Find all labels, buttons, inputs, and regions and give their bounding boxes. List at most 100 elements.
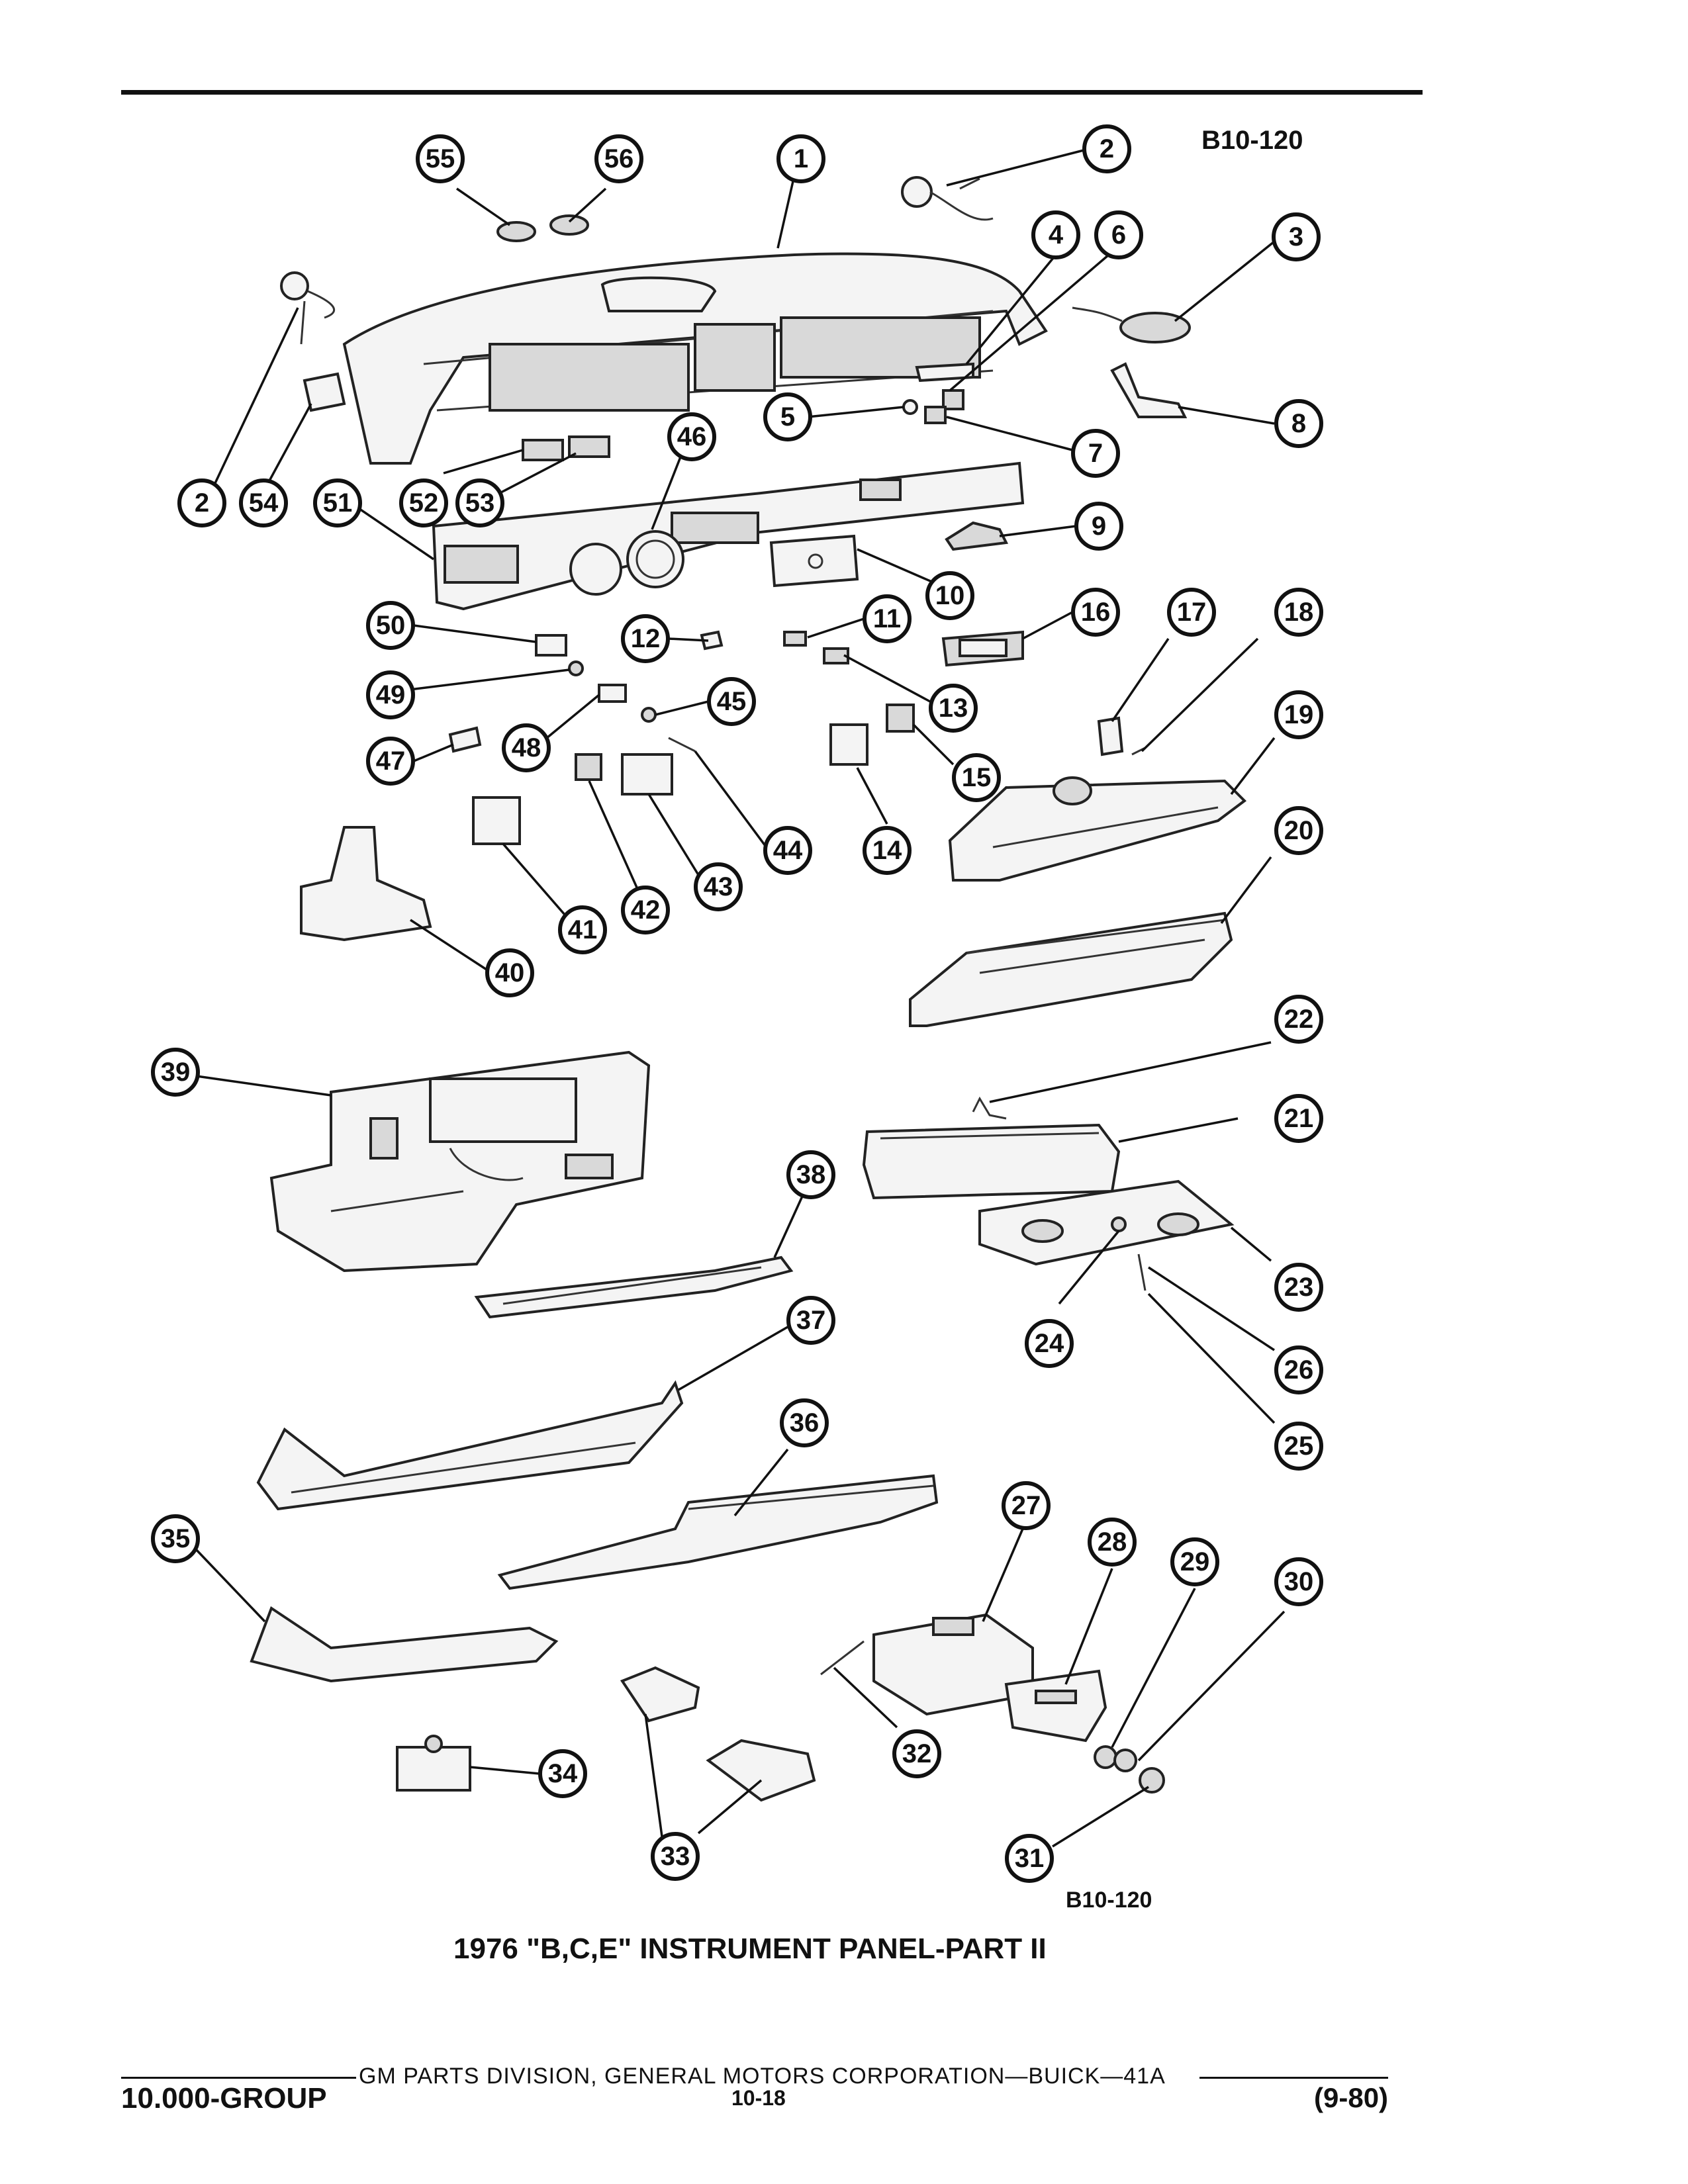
svg-text:26: 26 — [1284, 1355, 1314, 1385]
svg-text:23: 23 — [1284, 1273, 1314, 1302]
leader-15 — [912, 723, 955, 766]
callout-31: 31 — [1005, 1834, 1054, 1883]
svg-text:29: 29 — [1180, 1547, 1210, 1576]
svg-text:7: 7 — [1088, 439, 1103, 468]
part-39-cluster-carrier — [269, 1050, 651, 1273]
callout-2-top: 2 — [1082, 124, 1131, 173]
svg-text:38: 38 — [796, 1160, 826, 1189]
svg-text:34: 34 — [548, 1759, 578, 1788]
part-51-cluster-bezel — [432, 461, 1025, 611]
leader-44 — [694, 750, 773, 855]
part-40-bracket — [300, 826, 432, 942]
svg-text:45: 45 — [717, 687, 747, 716]
leader-45 — [655, 700, 709, 716]
part-16-display — [941, 630, 1024, 667]
svg-text:4: 4 — [1049, 220, 1064, 250]
leader-9 — [999, 525, 1076, 537]
leader-1 — [776, 175, 796, 249]
footer-corporation: GM PARTS DIVISION, GENERAL MOTORS CORPOR… — [359, 2064, 1166, 2089]
svg-text:19: 19 — [1284, 700, 1314, 729]
callout-10: 10 — [925, 571, 974, 620]
svg-text:5: 5 — [780, 402, 795, 432]
callout-30: 30 — [1274, 1557, 1323, 1606]
part-11-12-13-bulbs — [700, 630, 849, 664]
callout-4: 4 — [1031, 210, 1080, 259]
svg-text:41: 41 — [568, 915, 598, 944]
callout-48: 48 — [502, 723, 551, 772]
leader-8 — [1178, 406, 1275, 425]
callout-17: 17 — [1167, 588, 1216, 637]
svg-text:20: 20 — [1284, 816, 1314, 845]
leader-27 — [982, 1528, 1024, 1622]
leader-42 — [588, 780, 647, 907]
leader-17 — [1111, 638, 1170, 722]
leader-30 — [1137, 1610, 1286, 1762]
svg-text:33: 33 — [661, 1842, 690, 1871]
footer-rule-left — [121, 2077, 356, 2079]
callout-49: 49 — [366, 670, 415, 719]
leader-lines — [191, 148, 1286, 1848]
leader-28 — [1064, 1568, 1113, 1685]
leader-11 — [807, 617, 865, 639]
figure-code-bottom: B10-120 — [1066, 1888, 1152, 1913]
callout-32: 32 — [892, 1729, 941, 1778]
callout-13: 13 — [929, 684, 978, 733]
callout-42: 42 — [621, 886, 670, 934]
callout-54: 54 — [239, 478, 288, 527]
leader-19 — [1230, 737, 1276, 796]
svg-text:2: 2 — [195, 488, 209, 518]
svg-text:13: 13 — [939, 694, 968, 723]
footer-page: 10-18 — [731, 2086, 786, 2110]
callout-12: 12 — [621, 614, 670, 663]
figure-caption: 1976 "B,C,E" INSTRUMENT PANEL-PART II — [453, 1933, 1047, 1965]
leader-52 — [443, 449, 524, 475]
footer-group: 10.000-GROUP — [121, 2082, 327, 2115]
leader-22 — [989, 1041, 1272, 1103]
svg-text:16: 16 — [1081, 598, 1111, 627]
leader-10 — [857, 548, 934, 584]
part-21-glove-box — [862, 1123, 1121, 1200]
leader-40 — [410, 919, 487, 971]
callout-11: 11 — [863, 594, 912, 643]
part-32-support — [820, 1640, 865, 1676]
svg-text:30: 30 — [1284, 1567, 1314, 1596]
callout-3: 3 — [1272, 212, 1321, 261]
svg-text:24: 24 — [1035, 1329, 1064, 1358]
part-10-lens — [769, 534, 859, 588]
svg-text:42: 42 — [631, 895, 661, 925]
figure-code: B10-120 — [1201, 126, 1303, 155]
svg-text:9: 9 — [1092, 512, 1106, 541]
leader-12 — [668, 637, 709, 642]
part-38-reinforcement — [474, 1255, 794, 1319]
svg-text:53: 53 — [465, 488, 495, 518]
callout-39: 39 — [151, 1048, 200, 1097]
callout-38: 38 — [786, 1150, 835, 1199]
callout-2-left: 2 — [177, 478, 226, 527]
leader-3 — [1174, 240, 1276, 322]
svg-text:55: 55 — [426, 144, 455, 173]
part-3-speaker — [1072, 306, 1191, 343]
part-35-left-lower-trim — [250, 1606, 559, 1683]
part-19-air-outlet — [948, 776, 1247, 882]
svg-text:15: 15 — [962, 763, 992, 792]
callout-5: 5 — [763, 392, 812, 441]
callout-28: 28 — [1088, 1518, 1137, 1567]
svg-text:14: 14 — [872, 836, 902, 865]
svg-text:12: 12 — [631, 624, 661, 653]
callout-37: 37 — [786, 1296, 835, 1345]
svg-text:1: 1 — [794, 144, 808, 173]
leader-29 — [1111, 1588, 1196, 1748]
callout-1: 1 — [776, 134, 825, 183]
part-36-lower-trim — [497, 1474, 939, 1590]
callout-29: 29 — [1170, 1537, 1219, 1586]
leader-2a — [946, 148, 1090, 187]
leader-13 — [843, 654, 931, 703]
svg-text:37: 37 — [796, 1306, 826, 1335]
callout-24: 24 — [1025, 1319, 1074, 1368]
callout-50: 50 — [366, 601, 415, 650]
callout-41: 41 — [558, 905, 607, 954]
callout-40: 40 — [485, 948, 534, 997]
part-54-connector — [303, 372, 346, 412]
callout-20: 20 — [1274, 806, 1323, 855]
